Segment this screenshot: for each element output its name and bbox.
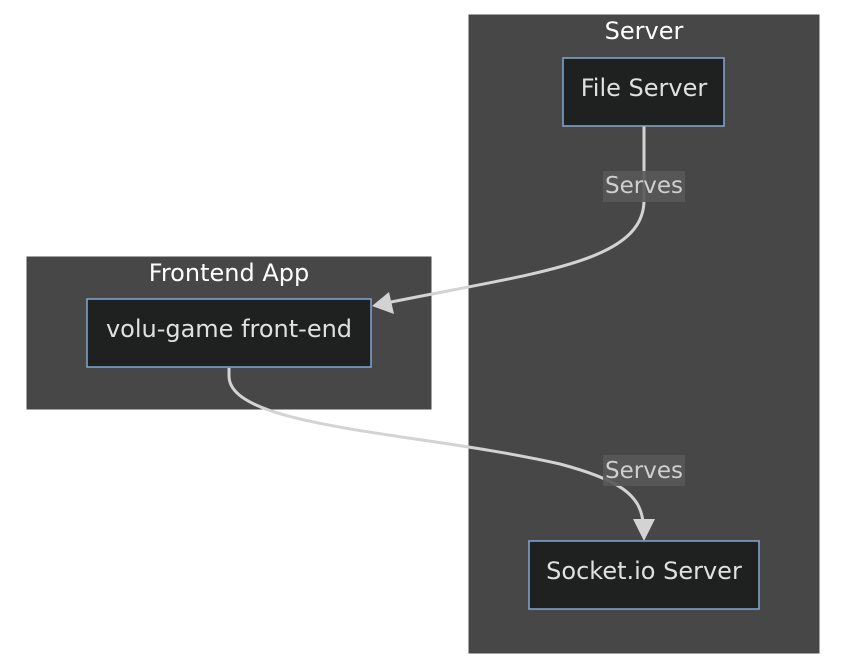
frontend-cluster-label: Frontend App xyxy=(149,259,309,287)
server-cluster-label: Server xyxy=(605,17,684,45)
arrowhead-icon xyxy=(372,292,394,314)
edge-label-background xyxy=(603,455,685,486)
file-server-box[interactable] xyxy=(562,57,725,127)
front-end-label: volu-game front-end xyxy=(106,315,352,343)
edge-label: Serves xyxy=(605,458,683,484)
edge-line xyxy=(385,126,646,305)
socket-server-label: Socket.io Server xyxy=(546,557,742,585)
edge-label-background xyxy=(603,171,685,202)
edge-line xyxy=(227,368,645,523)
node-socket-server[interactable]: Socket.io Server xyxy=(528,540,760,610)
edge-label: Serves xyxy=(605,173,683,199)
node-front-end[interactable]: volu-game front-end xyxy=(86,298,372,368)
file-server-label: File Server xyxy=(581,74,708,102)
edge-front-end-to-socket-server: Serves xyxy=(227,368,685,541)
edge-file-server-to-front-end: Serves xyxy=(372,126,685,314)
node-file-server[interactable]: File Server xyxy=(562,57,725,127)
arrowhead-icon xyxy=(633,519,655,541)
front-end-box[interactable] xyxy=(86,298,372,368)
socket-server-box[interactable] xyxy=(528,540,760,610)
